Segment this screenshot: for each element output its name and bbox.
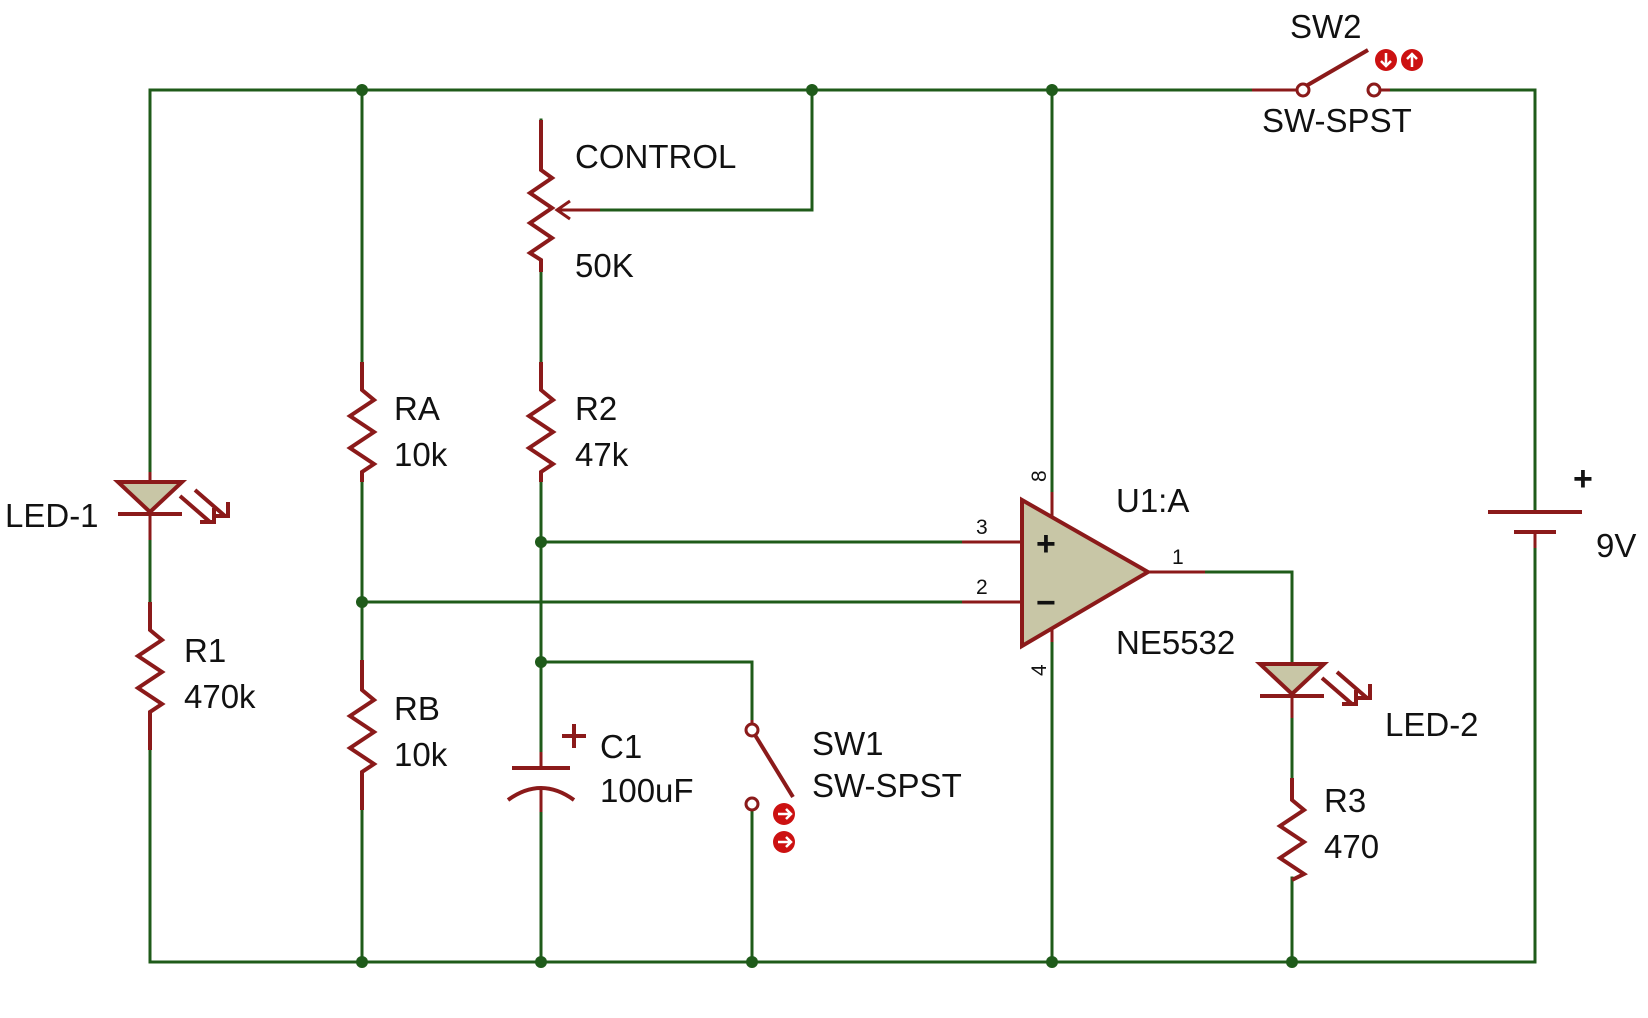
c1-polarity-plus-icon	[562, 724, 586, 748]
sw1-contact-bottom	[744, 796, 760, 812]
opamp-pin1-label: 1	[1172, 546, 1184, 569]
junction-bottom-c1	[535, 956, 547, 968]
r3-value-label: 470	[1324, 828, 1379, 865]
junctions	[356, 84, 1298, 968]
sw1-branch-wire	[539, 660, 754, 964]
c1-name-label: C1	[600, 728, 642, 765]
rb-value-label: 10k	[394, 736, 448, 773]
junction-top-wiper	[806, 84, 818, 96]
opamp-plus-symbol: +	[1036, 525, 1056, 563]
pot-value-label: 50K	[575, 247, 634, 284]
opamp-part-label: NE5532	[1116, 624, 1235, 661]
sw2-contact-left	[1295, 82, 1311, 98]
resistor-r1[interactable]: R1 470k	[134, 602, 256, 750]
opamp-minus-symbol: −	[1036, 584, 1056, 622]
resistor-r3[interactable]: R3 470	[1276, 778, 1379, 882]
battery-plus-symbol: +	[1573, 460, 1593, 498]
junction-ra-pin2	[356, 596, 368, 608]
ra-name-label: RA	[394, 390, 440, 427]
r1-zigzag	[134, 602, 166, 750]
r3-zigzag	[1276, 778, 1308, 882]
led2-emission-arrows-icon	[1320, 670, 1372, 706]
resistor-rb[interactable]: RB 10k	[346, 660, 448, 810]
battery-value-label: 9V	[1596, 527, 1636, 564]
rb-name-label: RB	[394, 690, 440, 727]
led1-triangle	[112, 480, 188, 515]
junction-bottom-gnd	[1046, 956, 1058, 968]
pot-resistor-zigzag	[526, 120, 556, 272]
sw2-contact-right	[1366, 82, 1382, 98]
ra-value-label: 10k	[394, 436, 448, 473]
opamp-u1a[interactable]: + − 8 4 3 2 1 U1:A NE5532	[962, 470, 1235, 676]
sw2-switch[interactable]: SW2 SW-SPST	[1252, 8, 1423, 139]
sw1-contact-top	[744, 722, 760, 738]
r2-zigzag	[525, 362, 557, 482]
led1-label: LED-1	[5, 497, 99, 534]
opamp-triangle	[1020, 496, 1152, 650]
led1-emission-arrows-icon	[178, 488, 230, 524]
sw1-type-label: SW-SPST	[812, 767, 962, 804]
r2-name-label: R2	[575, 390, 617, 427]
sw2-indicator-icon[interactable]	[1375, 49, 1423, 71]
junction-bottom-sw1	[746, 956, 758, 968]
led-1[interactable]: LED-1	[5, 472, 230, 540]
opamp-pin4-label: 4	[1028, 664, 1051, 676]
opamp-pin2-label: 2	[976, 576, 988, 599]
sw2-name-label: SW2	[1290, 8, 1362, 45]
sw2-type-label: SW-SPST	[1262, 102, 1412, 139]
resistor-ra[interactable]: RA 10k	[346, 362, 448, 482]
ra-zigzag	[346, 362, 378, 482]
battery-9v[interactable]: + 9V	[1488, 460, 1636, 564]
resistor-r2[interactable]: R2 47k	[525, 362, 629, 482]
junction-bottom-r3	[1286, 956, 1298, 968]
opamp-pin3-label: 3	[976, 516, 988, 539]
potentiometer[interactable]: CONTROL 50K	[526, 120, 736, 284]
sw1-lever	[753, 733, 795, 799]
pot-wiper-wire	[598, 88, 814, 212]
junction-r2-pin3	[535, 536, 547, 548]
rb-zigzag	[346, 660, 378, 810]
sw1-indicator-icon[interactable]	[773, 803, 795, 853]
led2-triangle	[1254, 662, 1330, 697]
junction-bottom-rb	[356, 956, 368, 968]
junction-c1-sw1	[535, 656, 547, 668]
junction-top-vcc	[1046, 84, 1058, 96]
r2-value-label: 47k	[575, 436, 629, 473]
opamp-name-label: U1:A	[1116, 482, 1189, 519]
sw1-name-label: SW1	[812, 725, 884, 762]
c1-value-label: 100uF	[600, 772, 694, 809]
opamp-pin8-label: 8	[1028, 470, 1051, 482]
r1-value-label: 470k	[184, 678, 256, 715]
sw1-switch[interactable]: SW1 SW-SPST	[744, 720, 962, 853]
opamp-output-wire	[1203, 570, 1294, 964]
r1-name-label: R1	[184, 632, 226, 669]
pot-control-label: CONTROL	[575, 138, 736, 175]
led2-label: LED-2	[1385, 706, 1479, 743]
junction-top-ra	[356, 84, 368, 96]
pot-wiper-arrow	[554, 199, 600, 221]
sw2-lever	[1304, 48, 1370, 88]
capacitor-c1[interactable]: C1 100uF	[506, 724, 694, 812]
r3-name-label: R3	[1324, 782, 1366, 819]
led-2[interactable]: LED-2	[1254, 662, 1479, 743]
